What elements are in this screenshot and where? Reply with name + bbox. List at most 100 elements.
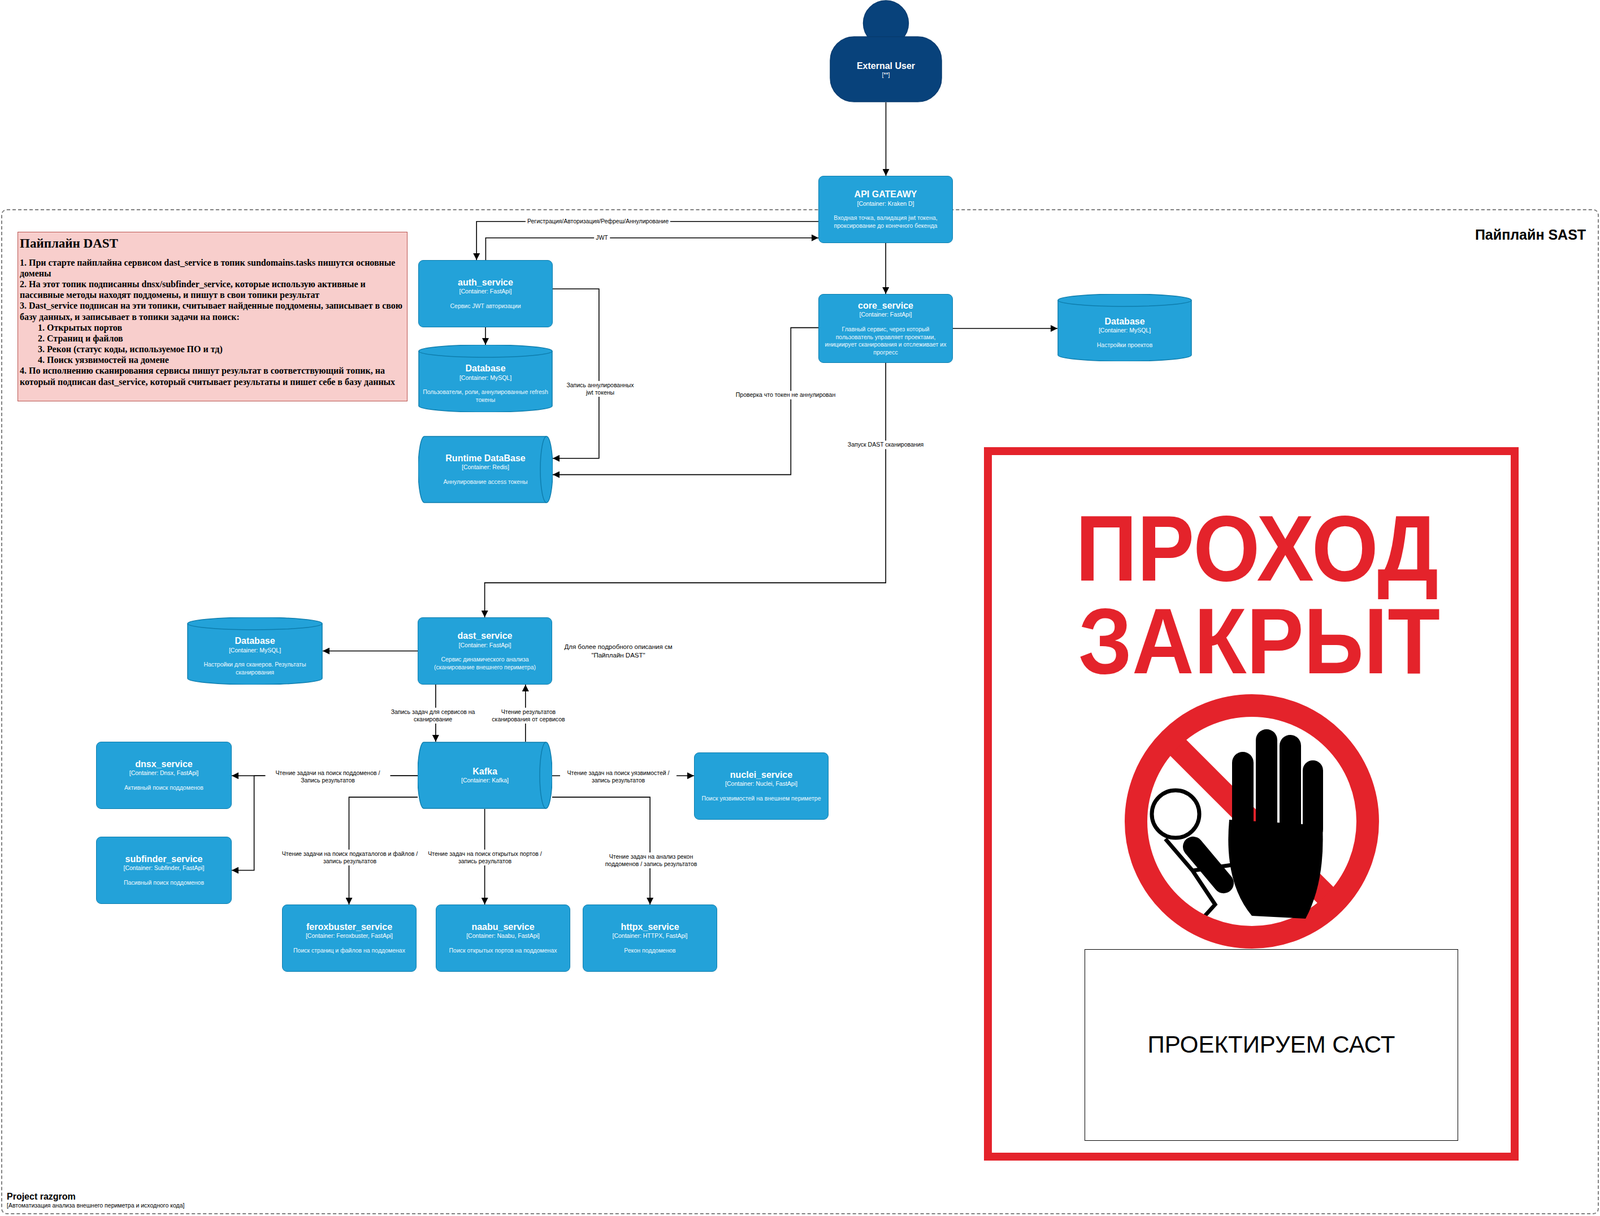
text-group: httpx_service[Container: HTTPX, FastApi]… — [587, 921, 713, 955]
text-group: Database[Container: MySQL] Настройки для … — [191, 635, 319, 676]
container-technology: [Container: FastApi] — [823, 310, 948, 319]
sign-text: ПРОХОД — [1075, 501, 1439, 596]
note-item: 2. На этот топик подписанны dnsx/subfind… — [19, 278, 406, 301]
outline-rim — [1058, 300, 1192, 307]
container-box: API GATEAWY[Container: Kraken D]Входная … — [818, 175, 953, 244]
container-description: Активный поиск поддоменов — [101, 783, 227, 792]
sign-frame — [987, 451, 1515, 1157]
text-group: External User[**] — [829, 36, 943, 103]
outline-body — [418, 436, 553, 503]
container-description: Пасивный поиск поддоменов — [101, 878, 227, 887]
container-title: feroxbuster_service — [287, 921, 412, 932]
container-technology: [Container: MySQL] — [191, 646, 319, 655]
database-cylinder: Database[Container: MySQL] Настройки для … — [187, 617, 323, 685]
hand-finger — [1255, 729, 1278, 837]
connector — [485, 237, 819, 260]
connector — [476, 221, 819, 260]
text-group: naabu_service[Container: Naabu, FastApi]… — [440, 921, 566, 955]
outline-body — [830, 36, 942, 102]
container-description: Настройки для сканеров. Результаты скани… — [191, 660, 319, 676]
outline-rim — [539, 742, 546, 809]
database-cylinder: Database[Container: MySQL]Пользователи, … — [418, 344, 553, 413]
note-item: 3. Dast_service подписан на эти топики, … — [19, 300, 406, 322]
connector — [885, 102, 887, 176]
person-shape: External User[**] — [829, 0, 943, 103]
person-name: External User — [829, 60, 943, 72]
connector-label: Регистрация/Авторизация/Рефреш/Аннулиров… — [525, 217, 671, 226]
text-group: core_service[Container: FastApi]Главный … — [823, 300, 948, 357]
connector — [322, 650, 418, 652]
connector — [952, 327, 1058, 329]
container-description: Входная точка, валидация jwt токена, про… — [823, 214, 948, 230]
container-description: Аннулирование access токены — [428, 478, 543, 487]
boundary-subtitle: [Автоматизация анализа внешнего периметр… — [6, 1201, 185, 1210]
outline-rim — [187, 623, 323, 630]
container-box: subfinder_service[Container: Subfinder, … — [96, 836, 232, 904]
text-group: Database[Container: MySQL]Пользователи, … — [422, 362, 549, 404]
container-technology: [Container: FastApi] — [423, 287, 548, 296]
container-title: dnsx_service — [101, 758, 227, 770]
connector — [552, 288, 600, 459]
container-technology: [Container: Kraken D] — [823, 200, 948, 208]
sign-text: ЗАКРЫТ — [1078, 594, 1441, 688]
connector-label: JWT — [593, 233, 610, 242]
text-group: dnsx_service[Container: Dnsx, FastApi]Ак… — [101, 758, 227, 792]
container-technology: [Container: Feroxbuster, FastApi] — [287, 931, 412, 940]
container-title: Runtime DataBase — [428, 452, 543, 464]
container-description: Сервис JWT авторизации — [423, 302, 548, 311]
system-boundary: Project razgrom[Автоматизация анализа вн… — [1, 209, 1599, 1214]
container-technology: [Container: Redis] — [428, 463, 543, 472]
outline-body — [187, 617, 323, 685]
container-description: Сервис динамического анализа (сканирован… — [422, 655, 548, 671]
container-title: auth_service — [423, 276, 548, 288]
container-title: naabu_service — [440, 921, 566, 932]
text-group: Database[Container: MySQL] Настройки прое… — [1061, 315, 1188, 349]
queue-cylinder: Runtime DataBase[Container: Redis] Аннули… — [418, 435, 553, 504]
container-technology: [Container: MySQL] — [422, 374, 549, 383]
connector — [885, 243, 887, 294]
container-technology: [Container: HTTPX, FastApi] — [587, 931, 713, 940]
container-description: Настройки проектов — [1061, 341, 1188, 350]
connector — [552, 327, 819, 475]
database-cylinder: Database[Container: MySQL] Настройки прое… — [1057, 293, 1192, 362]
container-description: Поиск открытых портов на поддоменах — [440, 946, 566, 955]
text-group: Project razgrom[Автоматизация анализа вн… — [6, 1190, 185, 1210]
connector-label: Чтение задач на поиск открытых портов / … — [425, 849, 545, 866]
connector-label: Чтение задачи на поиск поддоменов / Запи… — [265, 768, 391, 785]
note-title: Пайплайн DAST — [19, 235, 406, 252]
container-box: core_service[Container: FastApi]Главный … — [818, 293, 953, 363]
container-technology: [Container: MySQL] — [1061, 326, 1188, 335]
box-text: ПРОЕКТИРУЕМ САСТ — [1090, 1030, 1452, 1059]
hand-finger — [1279, 734, 1302, 837]
text-group: ПРОЕКТИРУЕМ САСТ — [1090, 1030, 1452, 1059]
container-box: nuclei_service[Container: Nuclei, FastAp… — [694, 752, 829, 820]
outline-body — [1058, 293, 1192, 362]
text-box: ПРОЕКТИРУЕМ САСТ — [1084, 948, 1459, 1141]
container-title: Database — [191, 635, 319, 646]
connector-label: Проверка что токен не аннулирован — [734, 390, 838, 400]
container-description: Поиск страниц и файлов на поддоменах — [287, 946, 412, 955]
outline-body — [417, 742, 553, 809]
container-title: Database — [1061, 315, 1188, 327]
queue-cylinder: Kafka[Container: Kafka] — [417, 741, 553, 809]
note-item: 4. По исполнению сканирования сервисы пи… — [19, 365, 406, 387]
container-technology: [Container: FastApi] — [422, 641, 548, 650]
pipeline-heading: Пайплайн SAST — [1475, 226, 1586, 244]
prohibition-ring — [1135, 705, 1368, 938]
container-title: Kafka — [427, 765, 542, 777]
container-technology: [Container: Kafka] — [427, 776, 542, 785]
reference-note: Для более подробного описания см "Пайпла… — [561, 642, 675, 660]
connector-label: Чтение задачи на поиск подкаталогов и фа… — [277, 849, 423, 866]
container-box: naabu_service[Container: Naabu, FastApi]… — [435, 904, 571, 972]
boundary-title: Project razgrom — [6, 1190, 185, 1202]
text-group: API GATEAWY[Container: Kraken D]Входная … — [823, 188, 948, 230]
container-box: dnsx_service[Container: Dnsx, FastApi]Ак… — [96, 741, 232, 809]
note-subitem: 4. Поиск уязвимостей на домене — [19, 354, 406, 366]
text-group: Пайплайн DAST 1. При старте пайплайна сер… — [19, 235, 406, 388]
connector-label: Запись аннулированных jwt токены — [561, 380, 639, 397]
hand-finger — [1302, 760, 1324, 840]
container-title: Database — [422, 362, 549, 374]
note-item: 1. При старте пайплайна сервисом dast_se… — [19, 257, 406, 279]
container-title: subfinder_service — [101, 853, 227, 865]
